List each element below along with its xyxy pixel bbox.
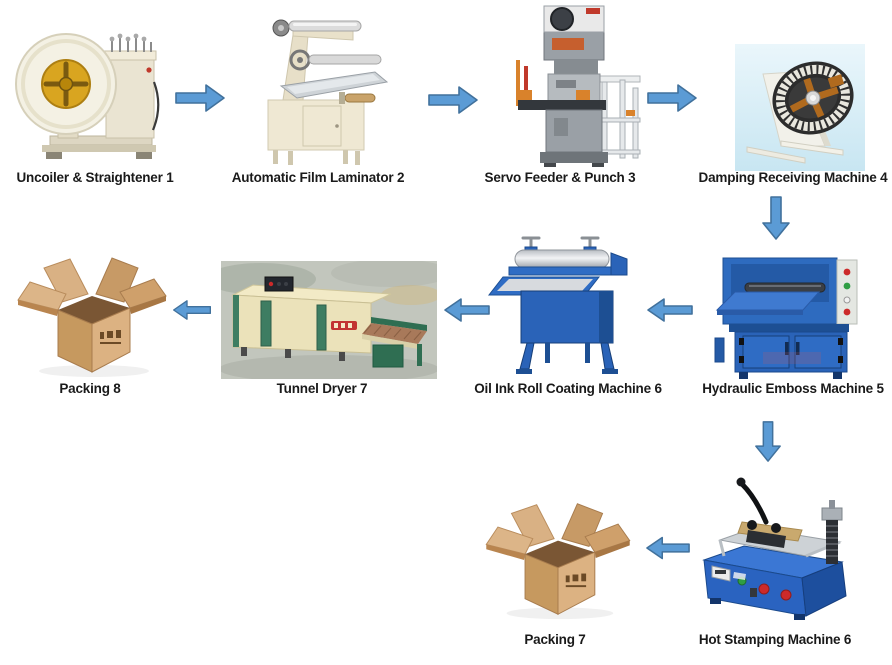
node-label-damping: Damping Receiving Machine 4	[698, 170, 888, 185]
node-label-uncoiler: Uncoiler & Straightener 1	[16, 170, 174, 185]
packing-8-box-image	[17, 257, 167, 377]
servo-feeder-punch-image	[516, 5, 641, 167]
hydraulic-emboss-machine-image	[714, 257, 858, 379]
node-label-emboss: Hydraulic Emboss Machine 5	[702, 381, 884, 396]
flow-arrow-left-1	[647, 298, 693, 322]
damping-receiving-machine-image	[735, 44, 865, 171]
automatic-film-laminator-image	[267, 19, 389, 165]
flow-arrow-right-2	[428, 86, 478, 114]
uncoiler-straightener-image	[15, 33, 160, 159]
flow-arrow-left-4	[646, 536, 690, 560]
packing-7-box-image	[485, 503, 631, 620]
flow-arrow-down-1	[762, 196, 790, 240]
node-label-hot-stamping: Hot Stamping Machine 6	[698, 632, 852, 647]
node-label-oil-ink: Oil Ink Roll Coating Machine 6	[474, 381, 662, 396]
node-label-punch: Servo Feeder & Punch 3	[484, 170, 636, 185]
node-label-laminator: Automatic Film Laminator 2	[231, 170, 405, 185]
flow-arrow-right-3	[647, 84, 697, 112]
flow-arrow-left-3	[173, 300, 211, 320]
flow-arrow-down-2	[755, 421, 781, 462]
oil-ink-roll-coating-machine-image	[487, 236, 628, 374]
flow-arrow-right-1	[175, 84, 225, 112]
node-label-packing-8: Packing 8	[59, 381, 121, 396]
node-label-tunnel: Tunnel Dryer 7	[276, 381, 368, 396]
tunnel-dryer-image	[221, 261, 437, 379]
hot-stamping-machine-image	[702, 477, 847, 620]
flow-arrow-left-2	[444, 298, 490, 322]
node-label-packing-7: Packing 7	[524, 632, 586, 647]
